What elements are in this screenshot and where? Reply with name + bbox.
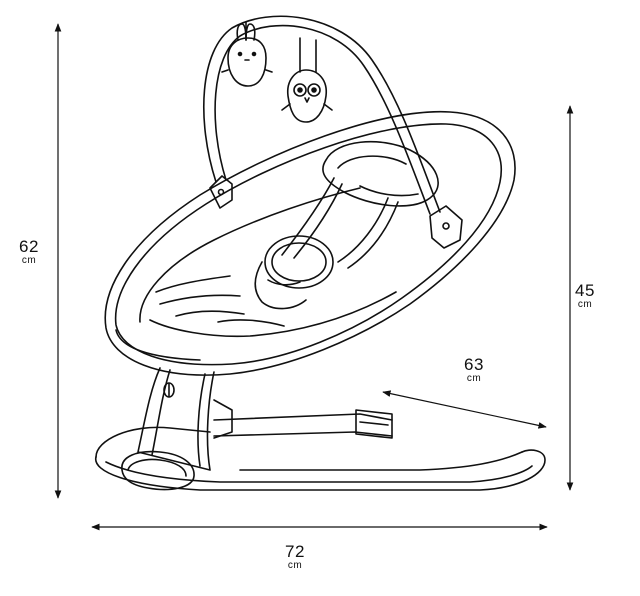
depth-value: 63 [464, 355, 484, 374]
height-value: 62 [19, 237, 39, 256]
seat-fabric [139, 140, 439, 338]
headrest [322, 140, 439, 207]
height-unit: cm [21, 255, 37, 266]
seat-height-value: 45 [575, 281, 595, 300]
depth-dimension-label: 63 cm [452, 356, 496, 384]
height-dimension-label: 62 cm [12, 238, 46, 266]
rocker-base [95, 426, 546, 491]
seat-height-dimension-label: 45 cm [562, 282, 608, 310]
bunny-toy-icon [221, 21, 273, 87]
crotch-pad [264, 235, 334, 289]
depth-dimension-line [382, 390, 547, 429]
seat-height-unit: cm [577, 299, 593, 310]
width-value: 72 [285, 542, 305, 561]
width-unit: cm [287, 560, 303, 571]
left-bar-clip [209, 175, 233, 209]
right-bar-clip [429, 205, 463, 249]
seat-frame [104, 110, 516, 376]
owl-toy-icon [281, 37, 333, 123]
support-post [137, 367, 233, 471]
toy-bar [203, 15, 463, 249]
rear-leg [213, 409, 393, 439]
harness-strap [281, 177, 335, 256]
depth-unit: cm [466, 373, 482, 384]
post-knob [163, 382, 175, 398]
width-dimension-label: 72 cm [270, 543, 320, 571]
